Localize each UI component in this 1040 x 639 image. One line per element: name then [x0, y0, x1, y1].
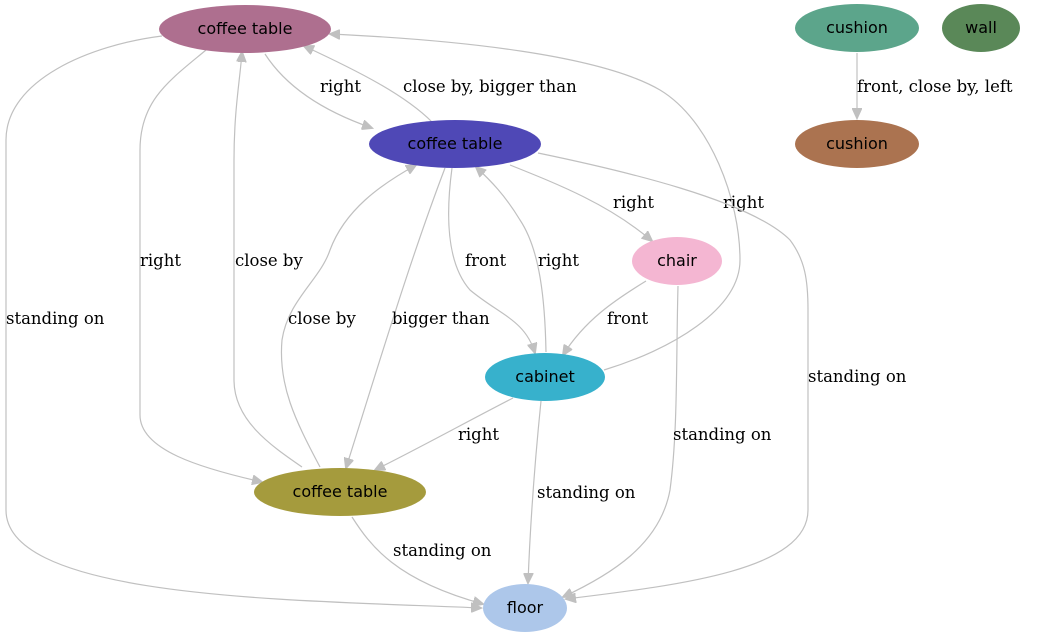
edge-ct2-chair-right: right: [509, 164, 654, 241]
edge-chair-cabinet-front: front: [563, 280, 649, 355]
node-label: cushion: [826, 134, 888, 153]
node-ellipse: [159, 5, 331, 53]
node-label: floor: [507, 598, 544, 617]
edge-cushion1-cushion2: front, close by, left: [857, 53, 1013, 118]
edge-cabinet-ct2-right: right: [476, 167, 579, 353]
node-coffee-table-3[interactable]: coffee table: [254, 468, 426, 516]
node-cushion-1[interactable]: cushion: [795, 4, 919, 52]
edge-label: close by: [235, 251, 303, 270]
edge-label: right: [723, 193, 764, 212]
edge-label: right: [458, 425, 499, 444]
edge-label: right: [613, 193, 654, 212]
edge-label: standing on: [808, 367, 907, 386]
edge-ct2-ct3-bigger: bigger than: [346, 167, 490, 468]
edge-label: standing on: [673, 425, 772, 444]
node-wall[interactable]: wall: [942, 4, 1020, 52]
edge-ct1-ct3-right: right: [139, 49, 262, 482]
node-label: coffee table: [198, 19, 293, 38]
edge-ct3-ct1-closeby: close by: [233, 52, 303, 468]
edge-label: right: [140, 251, 181, 270]
edge-label: standing on: [393, 541, 492, 560]
edge-cabinet-ct3-right: right: [375, 397, 514, 470]
edge-label: right: [538, 251, 579, 270]
node-coffee-table-1[interactable]: coffee table: [159, 5, 331, 53]
node-label: wall: [965, 18, 997, 37]
node-ellipse: [632, 237, 722, 285]
edge-label: bigger than: [392, 309, 490, 328]
node-cushion-2[interactable]: cushion: [795, 120, 919, 168]
edge-chair-floor-standing: standing on: [563, 285, 772, 597]
node-ellipse: [254, 468, 426, 516]
node-label: chair: [657, 251, 697, 270]
node-floor[interactable]: floor: [483, 584, 567, 632]
edge-ct1-floor-standing: standing on: [5, 35, 481, 608]
node-ellipse: [369, 120, 541, 168]
node-ellipse: [795, 120, 919, 168]
edge-ct2-floor-standing: standing on: [537, 152, 907, 599]
edge-ct3-floor-standing: standing on: [351, 516, 492, 604]
edge-label: front: [465, 251, 507, 270]
edge-label: right: [320, 77, 361, 96]
node-coffee-table-2[interactable]: coffee table: [369, 120, 541, 168]
node-label: coffee table: [408, 134, 503, 153]
node-ellipse: [485, 353, 605, 401]
edge-ct2-ct1-closeby-bigger: close by, bigger than: [304, 46, 577, 123]
node-ellipse: [942, 4, 1020, 52]
edge-label: close by: [288, 309, 356, 328]
node-label: coffee table: [293, 482, 388, 501]
node-chair[interactable]: chair: [632, 237, 722, 285]
edge-ct2-cabinet-front: front: [448, 167, 535, 353]
node-cabinet[interactable]: cabinet: [485, 353, 605, 401]
node-label: cushion: [826, 18, 888, 37]
edge-label: standing on: [537, 483, 636, 502]
node-ellipse: [483, 584, 567, 632]
node-label: cabinet: [515, 367, 574, 386]
edge-label: close by, bigger than: [403, 77, 577, 96]
node-ellipse: [795, 4, 919, 52]
edge-label: front, close by, left: [857, 77, 1013, 96]
edge-ct3-ct2-closeby: close by: [280, 165, 416, 468]
edge-label: standing on: [6, 309, 105, 328]
edge-label: front: [607, 309, 649, 328]
edge-cabinet-floor-standing: standing on: [528, 400, 636, 583]
edge-ct1-ct2-right: right: [264, 53, 372, 128]
